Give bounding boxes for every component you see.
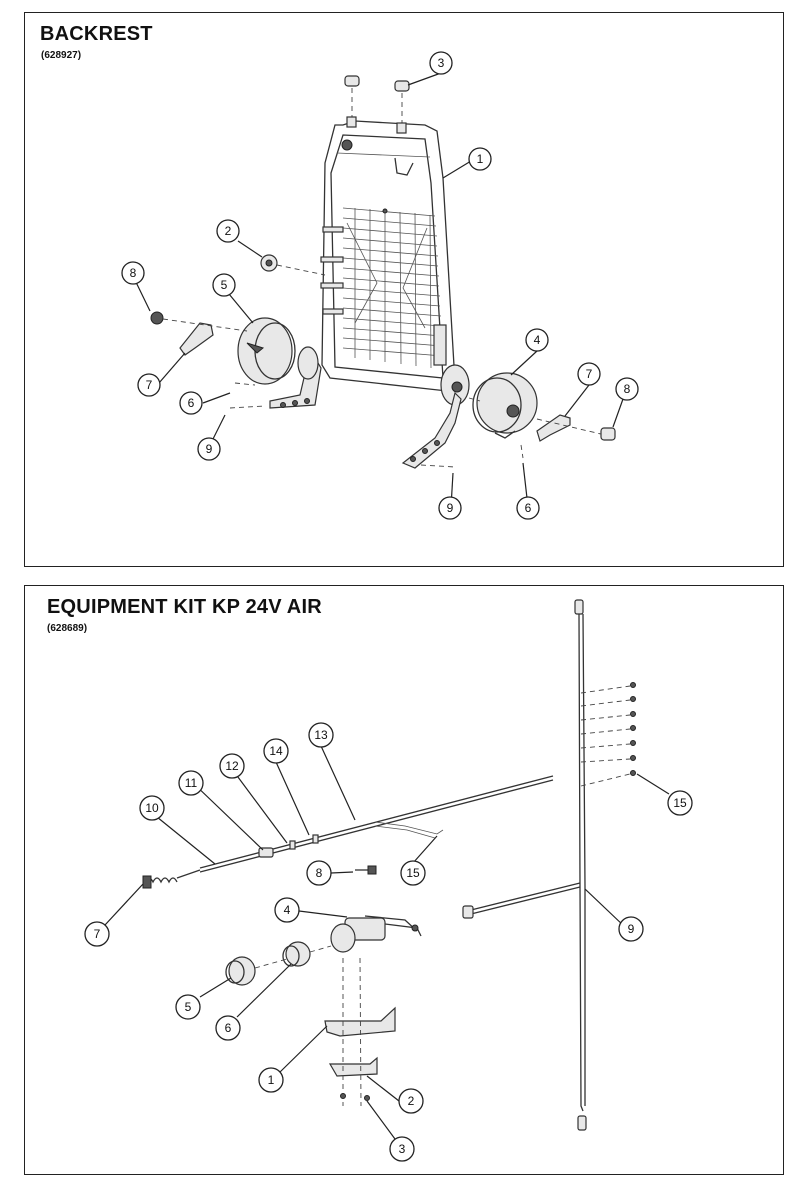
kit-callout-4: 4: [274, 897, 300, 923]
backrest-title: BACKREST: [40, 23, 153, 45]
svg-text:1: 1: [268, 1073, 275, 1087]
svg-text:8: 8: [624, 382, 631, 396]
kit-callout-8: 8: [306, 860, 332, 886]
equipment-kit-part-number: (628689): [47, 623, 88, 634]
svg-text:9: 9: [206, 442, 213, 456]
backrest-callout-1: 1: [468, 147, 492, 171]
kit-callout-10: 10: [139, 795, 165, 821]
kit-callout-7: 7: [84, 921, 110, 947]
backrest-part-number: (628927): [41, 50, 82, 61]
svg-text:3: 3: [438, 56, 445, 70]
kit-callout-11: 11: [178, 770, 204, 796]
backrest-panel: BACKREST (628927): [24, 12, 784, 567]
backrest-callout-6-left: 6: [179, 391, 203, 415]
backrest-callout-7-left: 7: [137, 373, 161, 397]
svg-text:11: 11: [185, 776, 198, 790]
svg-text:13: 13: [314, 728, 328, 742]
equipment-kit-exploded-diagram: 13 14 12 11 10 15 8 15 7 4 9 5 6 1 2 3: [84, 599, 693, 1162]
svg-text:7: 7: [586, 367, 593, 381]
svg-text:7: 7: [146, 378, 153, 392]
backrest-frame: [320, 75, 456, 392]
svg-text:12: 12: [225, 759, 239, 773]
backrest-callout-8-left: 8: [121, 261, 145, 285]
svg-text:4: 4: [534, 333, 541, 347]
solenoid-assembly: [225, 915, 422, 1107]
svg-text:15: 15: [406, 866, 420, 880]
svg-text:1: 1: [477, 152, 484, 166]
right-adjuster-assembly: [401, 364, 616, 469]
kit-callout-3: 3: [389, 1136, 415, 1162]
kit-callout-15-right: 15: [667, 790, 693, 816]
svg-text:14: 14: [269, 744, 283, 758]
svg-text:2: 2: [225, 224, 232, 238]
svg-text:5: 5: [185, 1000, 192, 1014]
control-cable: [142, 775, 554, 889]
svg-text:6: 6: [188, 396, 195, 410]
backrest-callout-7-right: 7: [577, 362, 601, 386]
kit-callout-5: 5: [175, 994, 201, 1020]
kit-callout-9: 9: [618, 916, 644, 942]
kit-callout-12: 12: [219, 753, 245, 779]
kit-callout-2: 2: [398, 1088, 424, 1114]
kit-callout-13: 13: [308, 722, 334, 748]
backrest-callout-3: 3: [429, 51, 453, 75]
svg-text:6: 6: [525, 501, 532, 515]
kit-callout-6: 6: [215, 1015, 241, 1041]
equipment-kit-title: EQUIPMENT KIT KP 24V AIR: [47, 596, 322, 618]
backrest-callout-5: 5: [212, 273, 236, 297]
svg-text:9: 9: [628, 922, 635, 936]
svg-text:8: 8: [316, 866, 323, 880]
svg-text:7: 7: [94, 927, 101, 941]
svg-text:15: 15: [673, 796, 687, 810]
svg-text:4: 4: [284, 903, 291, 917]
svg-text:8: 8: [130, 266, 137, 280]
kit-callout-1: 1: [258, 1067, 284, 1093]
kit-callout-14: 14: [263, 738, 289, 764]
kit-callout-15-center: 15: [400, 860, 426, 886]
svg-text:6: 6: [225, 1021, 232, 1035]
svg-text:5: 5: [221, 278, 228, 292]
equipment-kit-panel: EQUIPMENT KIT KP 24V AIR (628689): [24, 585, 784, 1175]
backrest-callout-8-right: 8: [615, 377, 639, 401]
backrest-callout-9-right: 9: [438, 496, 462, 520]
backrest-exploded-diagram: 3 1 2 8 5 4 7 7 8 6 9 9 6: [121, 51, 639, 520]
backrest-callout-4: 4: [525, 328, 549, 352]
backrest-callout-6-right: 6: [516, 496, 540, 520]
backrest-callout-9-left: 9: [197, 437, 221, 461]
backrest-callout-2: 2: [216, 219, 240, 243]
svg-text:3: 3: [399, 1142, 406, 1156]
svg-text:10: 10: [145, 801, 159, 815]
svg-text:2: 2: [408, 1094, 415, 1108]
svg-text:9: 9: [447, 501, 454, 515]
left-adjuster-assembly: [150, 311, 322, 409]
vertical-wire-harness: [462, 599, 636, 1131]
